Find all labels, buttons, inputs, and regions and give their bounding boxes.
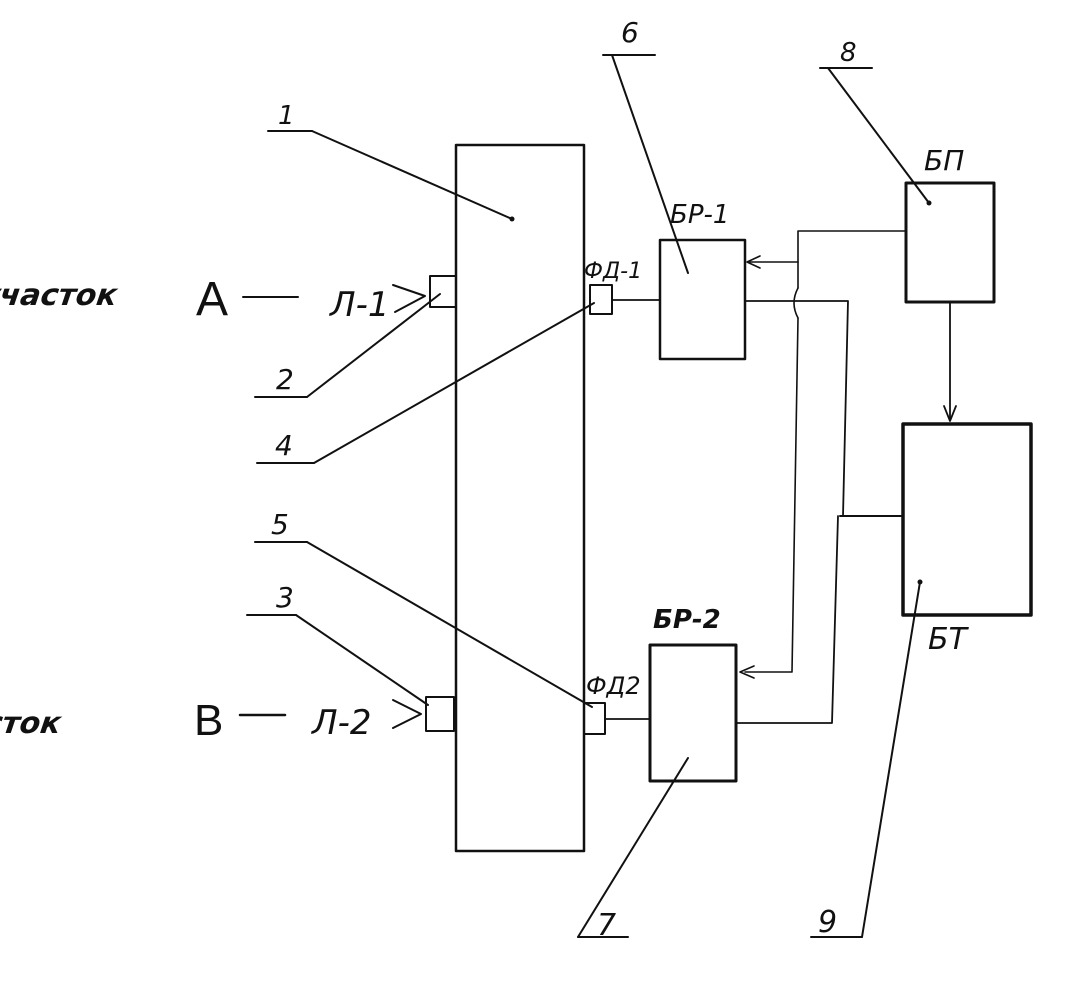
l2-arrow [393, 700, 421, 728]
callout-5-leader [307, 542, 592, 707]
callout-9-tip [918, 580, 923, 585]
section-a-word: участок [0, 278, 121, 313]
callout-9-leader [862, 582, 920, 937]
callout-5-number: 5 [271, 508, 289, 541]
callout-1-tip [510, 217, 515, 222]
l1-arrow [393, 285, 425, 312]
bp-power-wire [798, 231, 906, 288]
callout-4-leader [314, 303, 594, 463]
block-bp [906, 183, 994, 302]
section-b-word: участок [0, 706, 65, 741]
br2-output-wire [736, 516, 838, 723]
block-bt [903, 424, 1031, 615]
callout-6-number: 6 [621, 16, 639, 49]
section-b-letter: B [194, 696, 223, 745]
block-br2-label: БР-2 [653, 605, 721, 635]
callout-3-leader [296, 615, 428, 705]
detector-fd2-label: ФД2 [586, 672, 641, 700]
detector-fd1-window [590, 285, 612, 314]
detector-fd2-window [584, 703, 605, 734]
power-to-br2-wire [745, 318, 798, 672]
callout-9-number: 9 [818, 905, 837, 940]
callout-7-number: 7 [597, 908, 616, 943]
callout-3-number: 3 [276, 581, 294, 614]
callout-8-leader [828, 68, 929, 203]
source-l2-label: Л-2 [310, 703, 371, 743]
block-bp-label: БП [924, 144, 964, 177]
callout-7-leader [578, 758, 688, 937]
callout-2-number: 2 [276, 363, 294, 396]
callout-8-tip [927, 201, 932, 206]
section-a-letter: A [196, 273, 228, 326]
source-l1-label: Л-1 [328, 285, 389, 325]
source-l1-window [430, 276, 456, 307]
crossover-bump [794, 288, 798, 318]
block-br1-label: БР-1 [670, 200, 729, 230]
source-l2-window [426, 697, 454, 731]
block-bt-label: БТ [928, 622, 970, 657]
block-br1 [660, 240, 745, 359]
block-br2 [650, 645, 736, 781]
detector-fd1-label: ФД-1 [584, 259, 642, 284]
callout-6-leader [612, 55, 688, 273]
main-body-block [456, 145, 584, 851]
callout-1-number: 1 [278, 101, 295, 131]
callout-4-number: 4 [275, 429, 293, 462]
callout-8-number: 8 [840, 38, 857, 68]
